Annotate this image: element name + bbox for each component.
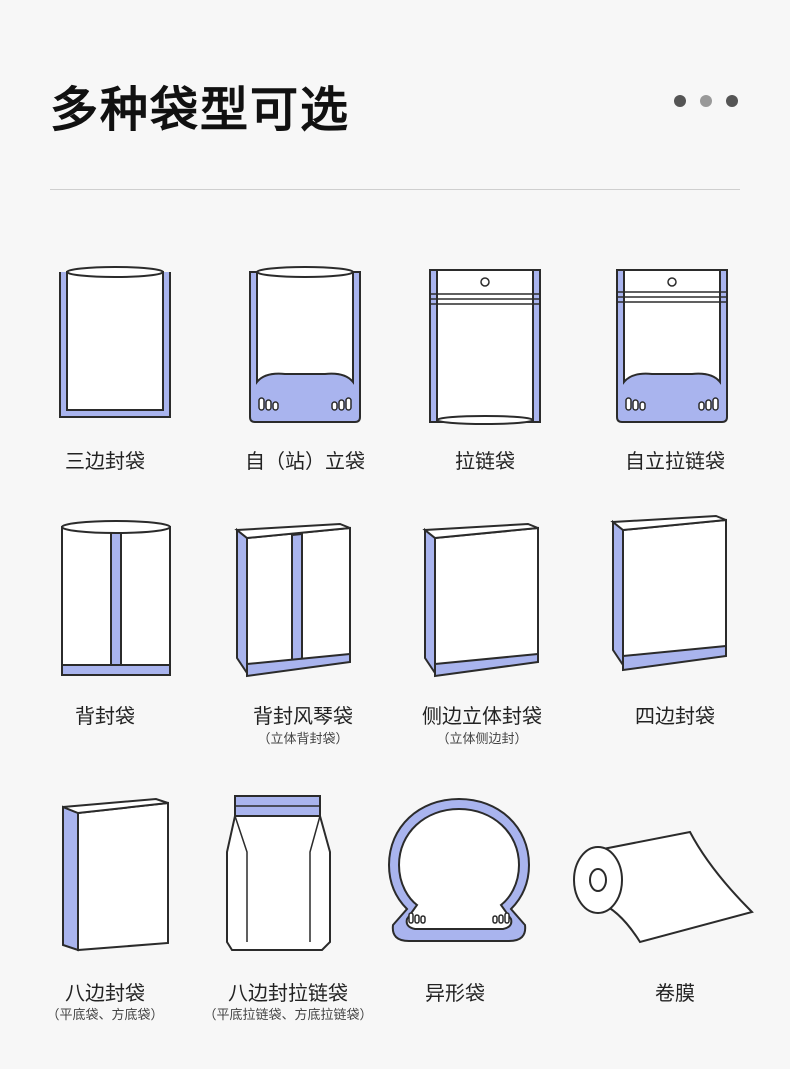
bag-label: 三边封袋 bbox=[65, 449, 145, 473]
bag-sublabel: （立体侧边封） bbox=[436, 732, 528, 747]
bag-sublabel: （平底拉链袋、方底拉链袋） bbox=[203, 1008, 373, 1023]
back-seal-bag-icon bbox=[61, 520, 171, 676]
eight-side-seal-zipper-bag-icon bbox=[226, 795, 331, 951]
zipper-bag-icon bbox=[429, 269, 541, 425]
pagination-dots bbox=[674, 95, 738, 107]
dot-3 bbox=[726, 95, 738, 107]
bag-label: 八边封拉链袋 bbox=[228, 981, 348, 1005]
bag-label: 拉链袋 bbox=[455, 449, 515, 473]
bag-label: 八边封袋 bbox=[65, 981, 145, 1005]
bag-label: 自（站）立袋 bbox=[245, 449, 365, 473]
bag-label: 侧边立体封袋 bbox=[422, 704, 542, 728]
page-title: 多种袋型可选 bbox=[50, 82, 351, 138]
dot-1 bbox=[674, 95, 686, 107]
bag-label: 异形袋 bbox=[425, 981, 485, 1005]
back-seal-gusset-bag-icon bbox=[234, 522, 351, 678]
bag-label: 卷膜 bbox=[655, 981, 695, 1005]
shaped-bag-icon bbox=[387, 797, 531, 942]
three-side-seal-bag-icon bbox=[59, 266, 171, 418]
stand-up-pouch-icon bbox=[249, 266, 361, 423]
divider bbox=[50, 189, 740, 190]
roll-film-icon bbox=[573, 830, 754, 944]
stand-up-zipper-pouch-icon bbox=[616, 269, 728, 423]
bag-label: 自立拉链袋 bbox=[625, 449, 725, 473]
four-side-seal-bag-icon bbox=[610, 514, 727, 672]
dot-2 bbox=[700, 95, 712, 107]
bag-sublabel: （立体背封袋） bbox=[257, 732, 349, 747]
bag-label: 四边封袋 bbox=[635, 704, 715, 728]
bag-sublabel: （平底袋、方底袋） bbox=[46, 1008, 164, 1023]
side-gusset-bag-icon bbox=[422, 522, 539, 678]
bag-label: 背封袋 bbox=[75, 704, 135, 728]
eight-side-seal-bag-icon bbox=[62, 797, 169, 952]
bag-label: 背封风琴袋 bbox=[253, 704, 353, 728]
